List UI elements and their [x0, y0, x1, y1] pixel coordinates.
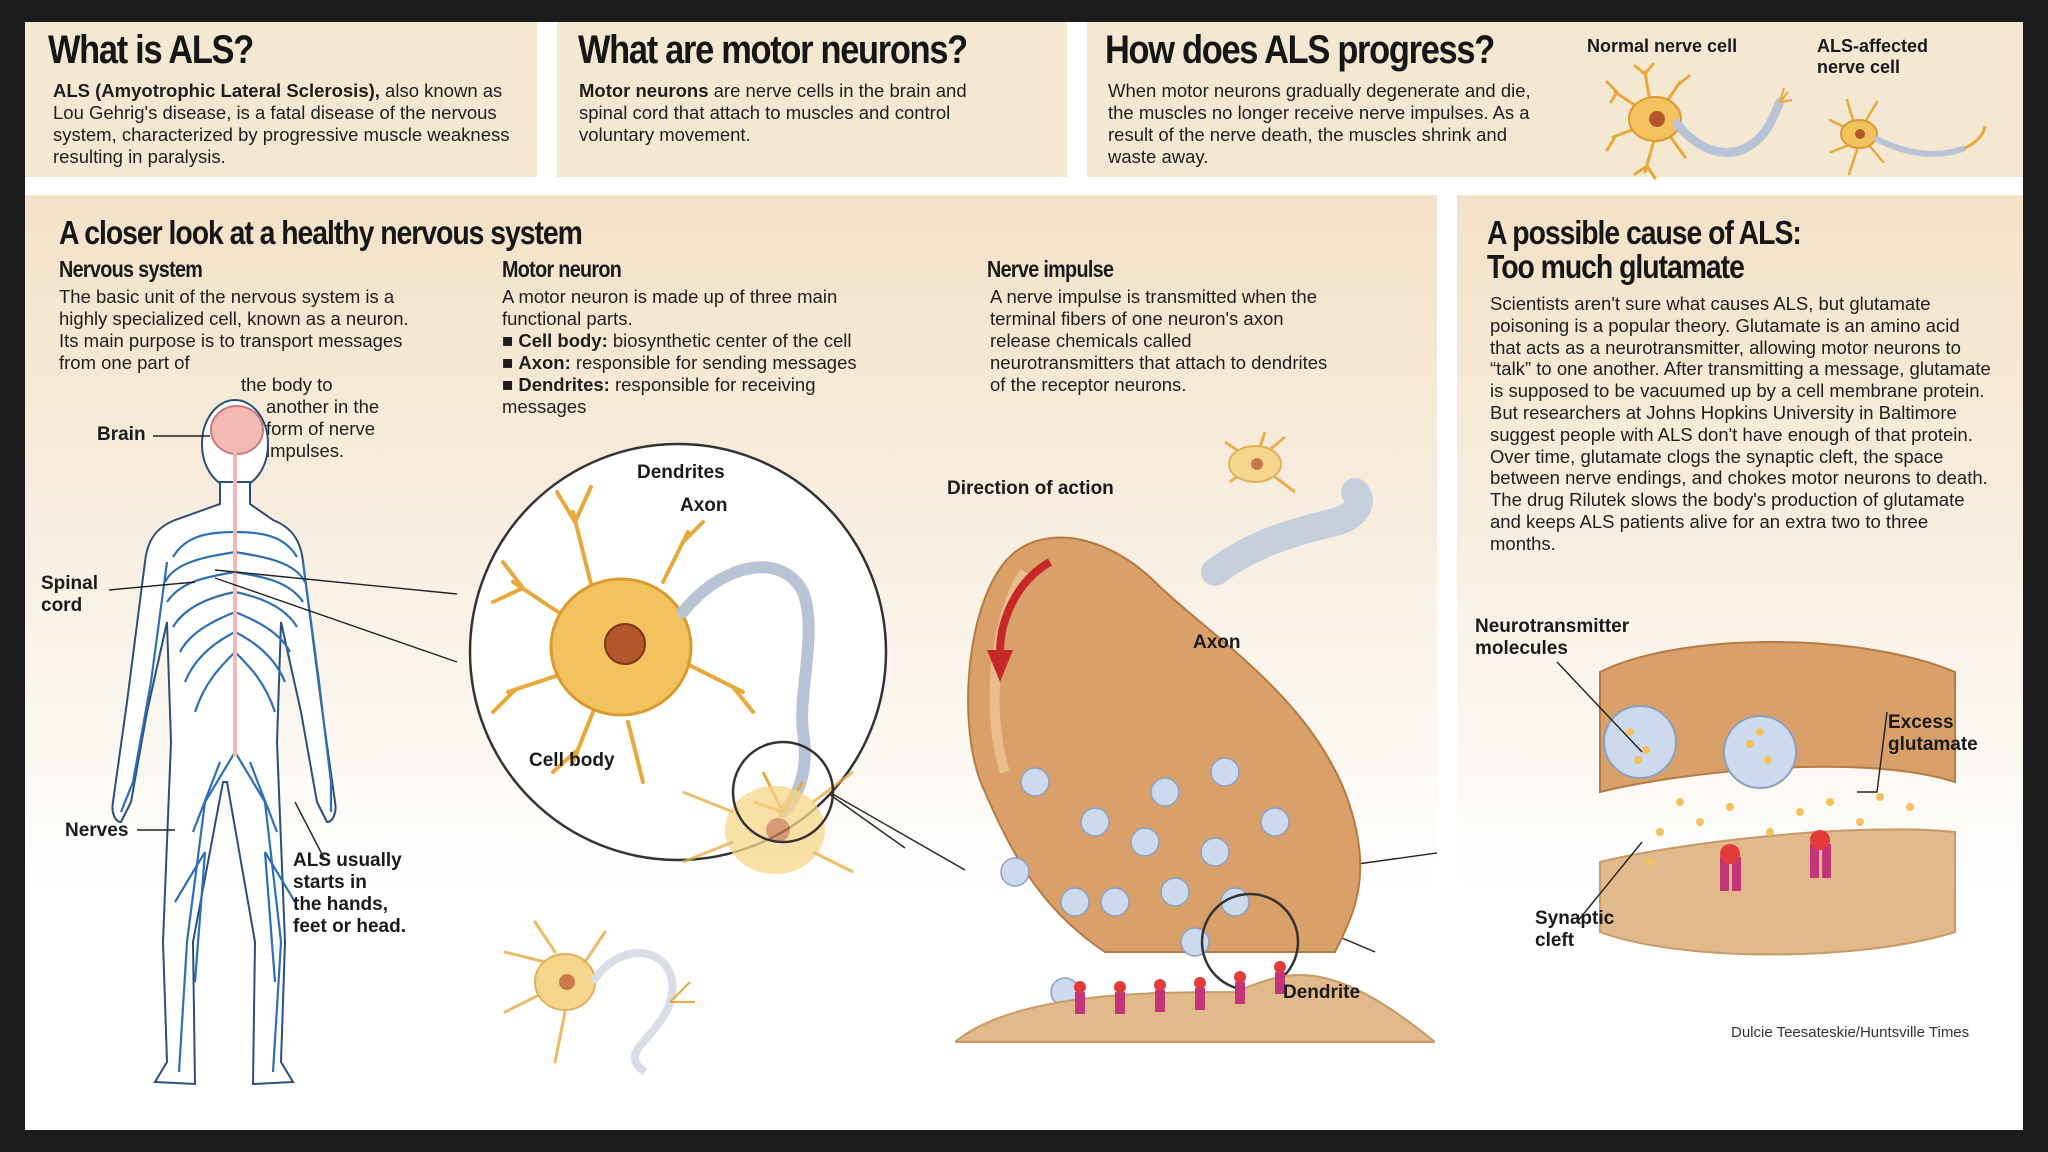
als-definition-text: also known as Lou Gehrig's disease, is a… — [53, 80, 510, 167]
label-als-starts-line2: starts in — [293, 872, 367, 893]
panel-motor-neurons — [557, 22, 1067, 177]
direction-arrow — [996, 558, 1053, 653]
synapse-terminal-illustration — [955, 432, 1435, 1043]
part-desc-dendrites: responsible for receiving messages — [502, 374, 816, 417]
nerve-impulse-text: A nerve impulse is transmitted when the … — [990, 286, 1328, 395]
label-excess-line1: Excess — [1888, 712, 1954, 733]
label-direction-of-action: Direction of action — [947, 478, 1114, 499]
normal-nerve-cell-label: Normal nerve cell — [1587, 36, 1738, 56]
label-synaptic-cleft-line1: Synaptic — [1535, 908, 1615, 929]
credit: Dulcie Teesateskie/Huntsville Times — [1731, 1024, 1970, 1041]
label-als-starts-line4: feet or head. — [293, 916, 406, 937]
label-nerves: Nerves — [65, 820, 129, 841]
motor-neuron-part-cell-body: ■ Cell body: biosynthetic center of the … — [502, 330, 852, 351]
human-nervous-system-figure — [111, 399, 337, 1086]
glutamate-leader-lines — [1556, 661, 1888, 923]
subheading-nervous-system: Nervous system — [59, 256, 203, 282]
als-affected-nerve-cell-illustration — [1828, 98, 1987, 176]
part-term-axon: Axon: — [518, 352, 571, 373]
motor-neuron-part-axon: ■ Axon: responsible for sending messages — [502, 352, 857, 373]
part-term-dendrites: Dendrites: — [518, 374, 610, 395]
label-dendrites: Dendrites — [637, 462, 725, 483]
label-synaptic-cleft-line2: cleft — [1535, 930, 1575, 951]
axon-shape — [677, 561, 815, 818]
part-desc-axon: responsible for sending messages — [570, 352, 857, 373]
motor-neuron-part-dendrites: ■ Dendrites: responsible for receiving m… — [502, 374, 816, 417]
nervous-system-text-2: the body to — [241, 374, 333, 395]
nervous-system-text-3: another in the — [266, 396, 380, 417]
nervous-system-text-4: form of nerve — [266, 418, 375, 439]
label-axon: Axon — [680, 495, 728, 516]
motor-neuron-intro: A motor neuron is made up of three main … — [502, 286, 838, 329]
motor-neurons-lead: Motor neurons — [579, 80, 709, 101]
secondary-neuron — [503, 920, 695, 1076]
label-excess-line2: glutamate — [1888, 734, 1978, 755]
label-spinal-line2: cord — [41, 595, 83, 616]
synaptic-cleft-illustration — [1599, 641, 1956, 956]
nervous-system-text: The basic unit of the nervous system is … — [59, 286, 409, 373]
label-brain: Brain — [97, 424, 146, 445]
heading-what-is-als: What is ALS? — [48, 28, 254, 72]
label-axon-terminal: Axon — [1193, 632, 1241, 653]
label-als-starts-line3: the hands, — [293, 894, 389, 915]
als-definition-lead: ALS (Amyotrophic Lateral Sclerosis), — [53, 80, 380, 101]
subheading-nerve-impulse: Nerve impulse — [987, 256, 1114, 282]
glutamate-text: Scientists aren't sure what causes ALS, … — [1490, 293, 1991, 554]
panel-what-is-als — [25, 22, 537, 177]
part-term-cell-body: Cell body: — [518, 330, 608, 351]
als-progress-text: When motor neurons gradually degenerate … — [1108, 80, 1531, 167]
infographic: What is ALS? ALS (Amyotrophic Lateral Sc… — [25, 22, 2023, 1130]
motor-neurons-text: are nerve cells in the brain and spinal … — [579, 80, 967, 145]
subheading-motor-neuron: Motor neuron — [502, 256, 622, 282]
axon-terminal-shape — [967, 536, 1362, 953]
heading-motor-neurons: What are motor neurons? — [578, 28, 968, 72]
heading-als-progress: How does ALS progress? — [1105, 28, 1495, 72]
panel-als-progress — [1087, 22, 2023, 177]
part-desc-cell-body: biosynthetic center of the cell — [607, 330, 852, 351]
als-affected-label-line1: ALS-affected — [1817, 36, 1929, 56]
heading-glutamate-line1: A possible cause of ALS: — [1487, 214, 1802, 251]
neuron-magnifier — [468, 442, 888, 874]
label-neurotransmitter-line1: Neurotransmitter — [1475, 616, 1630, 637]
label-als-starts-line1: ALS usually — [293, 850, 402, 871]
normal-nerve-cell-illustration — [1605, 62, 1793, 180]
als-definition: ALS (Amyotrophic Lateral Sclerosis), als… — [53, 80, 523, 168]
motor-neurons-definition: Motor neurons are nerve cells in the bra… — [579, 80, 989, 146]
label-spinal-line1: Spinal — [41, 573, 99, 594]
nervous-system-text-5: impulses. — [266, 440, 345, 461]
als-affected-label-line2: nerve cell — [1817, 57, 1901, 77]
heading-glutamate-line2: Too much glutamate — [1487, 248, 1745, 285]
heading-healthy-nervous-system: A closer look at a healthy nervous syste… — [59, 214, 583, 251]
label-neurotransmitter-line2: molecules — [1475, 638, 1568, 659]
label-cell-body: Cell body — [529, 750, 615, 771]
label-dendrite: Dendrite — [1283, 982, 1361, 1003]
